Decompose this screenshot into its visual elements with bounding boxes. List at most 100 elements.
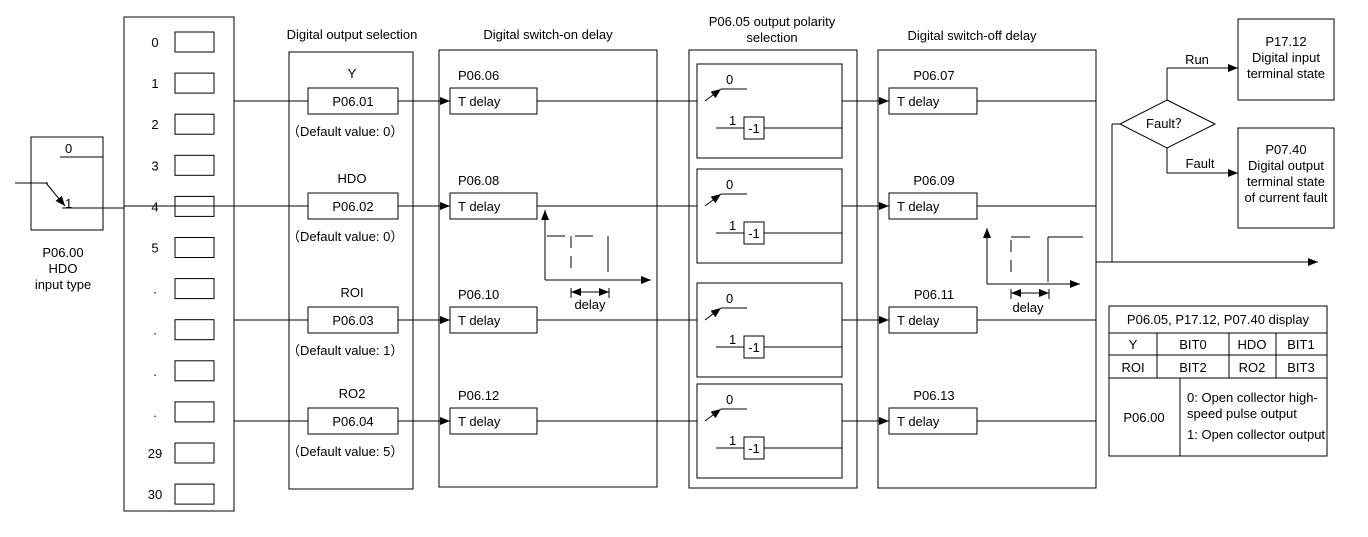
on-delay-param: P06.08 (458, 173, 499, 188)
on-delay-label: T delay (458, 313, 501, 328)
run-branch-label: Run (1185, 52, 1209, 67)
title-switch-off-delay: Digital switch-off delay (907, 28, 1037, 43)
off-delay-label: T delay (897, 94, 940, 109)
p0600-desc-line3: 1: Open collector output (1187, 427, 1325, 442)
on-delay-block (449, 306, 538, 334)
selector-slot-box (174, 72, 215, 94)
switch-on-timing-sketch: delay (541, 210, 651, 312)
selector-slot-label: . (153, 364, 157, 379)
output-name: ROI (340, 285, 363, 300)
fault-result-param: P07.40 (1265, 142, 1306, 157)
selector-slot-box (174, 360, 215, 382)
selector-slot-box (174, 483, 215, 505)
switch-off-delay-label: delay (1012, 300, 1044, 315)
fault-result-line4: of current fault (1244, 190, 1327, 205)
display-table-cell: BIT0 (1179, 337, 1206, 352)
polarity-block (696, 63, 843, 159)
switch-on-delay-label: delay (574, 297, 606, 312)
selector-slot-box (174, 31, 215, 53)
display-table-cell: BIT2 (1179, 360, 1206, 375)
selector-slot-label: 5 (151, 241, 158, 256)
selector-slot-label: . (153, 323, 157, 338)
on-delay-param: P06.12 (458, 388, 499, 403)
on-delay-param: P06.10 (458, 287, 499, 302)
on-delay-label: T delay (458, 414, 501, 429)
off-delay-label: T delay (897, 414, 940, 429)
output-name: Y (348, 66, 357, 81)
select-param-label: P06.04 (332, 414, 373, 429)
off-delay-block (888, 407, 978, 435)
fault-result-line2: Digital output (1248, 158, 1324, 173)
title-polarity-line2: selection (746, 30, 797, 45)
run-result-line3: terminal state (1247, 66, 1325, 81)
hdo-switch-label-1: 1 (65, 196, 72, 211)
select-param-label: P06.03 (332, 313, 373, 328)
selector-slot-box (174, 319, 215, 341)
hdo-caption-name: HDO (49, 261, 78, 276)
on-delay-label: T delay (458, 94, 501, 109)
off-delay-block (888, 87, 978, 115)
off-delay-label: T delay (897, 199, 940, 214)
polarity-label-0: 0 (726, 291, 733, 306)
run-result-box (1237, 18, 1335, 101)
p0600-label: P06.00 (1123, 410, 1164, 425)
default-value-label: （Default value: 1） (287, 343, 403, 358)
selector-slot-label: 4 (151, 199, 158, 214)
fault-decision-section: Fault？ Run Fault P17.12 Digital input te… (1096, 18, 1335, 266)
selector-slot-label: . (153, 405, 157, 420)
display-table-title: P06.05, P17.12, P07.40 display (1127, 312, 1310, 327)
selector-slot-box (174, 278, 215, 300)
on-delay-block (449, 87, 538, 115)
off-delay-param: P06.07 (913, 68, 954, 83)
display-table-cell: BIT3 (1287, 360, 1314, 375)
polarity-block (696, 383, 843, 479)
hdo-caption-param: P06.00 (42, 245, 83, 260)
on-delay-block (449, 192, 538, 220)
off-delay-param: P06.13 (913, 388, 954, 403)
p0600-desc-line1: 0: Open collector high- (1187, 390, 1318, 405)
display-table: P06.05, P17.12, P07.40 display Y BIT0 HD… (1108, 305, 1328, 457)
on-delay-param: P06.06 (458, 68, 499, 83)
default-value-label: （Default value: 0） (287, 229, 403, 244)
polarity-label-1: 1 (729, 332, 736, 347)
off-delay-label: T delay (897, 313, 940, 328)
display-table-cell: BIT1 (1287, 337, 1314, 352)
selector-slot-label: 29 (148, 446, 162, 461)
invert-label: -1 (748, 121, 760, 136)
on-delay-label: T delay (458, 199, 501, 214)
title-switch-on-delay: Digital switch-on delay (483, 27, 613, 42)
selector-slot-box (174, 401, 215, 423)
display-table-cell: HDO (1238, 337, 1267, 352)
run-result-line2: Digital input (1252, 50, 1320, 65)
off-delay-param: P06.09 (913, 173, 954, 188)
display-table-frame (1108, 305, 1328, 457)
run-result-param: P17.12 (1265, 34, 1306, 49)
selector-slot-label: 3 (151, 158, 158, 173)
channel-row: ROI P06.03 （Default value: 1） P06.10 T delay… (234, 282, 1096, 378)
off-delay-block (888, 192, 978, 220)
polarity-label-1: 1 (729, 113, 736, 128)
polarity-block (696, 282, 843, 378)
invert-label: -1 (748, 441, 760, 456)
selector-slot-box (174, 154, 215, 176)
title-polarity-line1: P06.05 output polarity (709, 14, 836, 29)
off-delay-block (888, 306, 978, 334)
fault-question: Fault？ (1146, 116, 1188, 131)
selector-slot-box (174, 442, 215, 464)
polarity-label-0: 0 (726, 72, 733, 87)
selector-slot-box (174, 113, 215, 135)
selector-slot-box (174, 237, 215, 258)
hdo-input-type-switch: 0 1 P06.00 HDO input type (15, 136, 124, 292)
select-param-box (307, 87, 399, 115)
output-name: HDO (338, 171, 367, 186)
fault-branch-label: Fault (1186, 156, 1215, 171)
on-delay-block (449, 407, 538, 435)
fault-result-line3: terminal state (1247, 174, 1325, 189)
polarity-block (696, 168, 843, 264)
switch-off-timing-sketch: delay (983, 228, 1083, 315)
invert-label: -1 (748, 226, 760, 241)
